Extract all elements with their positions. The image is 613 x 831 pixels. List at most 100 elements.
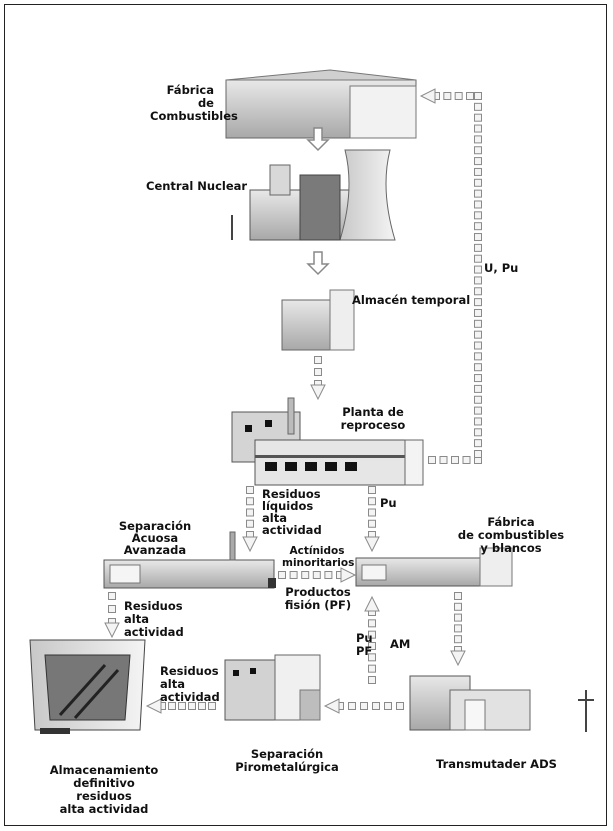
flow-minor-actinides-dot [313, 572, 320, 579]
flow-recycle-dot [475, 190, 482, 197]
flow-liquid-waste-arrowhead [243, 537, 257, 551]
flow-transmuter-pyro-dot [361, 703, 368, 710]
flow-recycle-dot [475, 201, 482, 208]
flow-to-transmuter-dot [455, 625, 462, 632]
temporary-storage-label: Almacén temporal [352, 294, 470, 307]
pyrometallurgical-separation-label: Separación Pirometalúrgica [232, 748, 342, 774]
flow-recycle-dot [475, 223, 482, 230]
flow-transmuter-pyro-dot [349, 703, 356, 710]
flow-recycle-dot [467, 93, 474, 100]
flow-pyro-up-dot [369, 665, 376, 672]
flow-to-transmuter-arrowhead [451, 651, 465, 665]
flow-liquid-waste-dot [247, 509, 254, 516]
flow-pu-arrowhead [365, 537, 379, 551]
u-pu-recycle-label: U, Pu [484, 262, 518, 275]
ads-transmuter-building [410, 676, 594, 732]
flow-recycle-dot [475, 255, 482, 262]
fuel-factory-label: Fábrica de Combustibles [150, 84, 214, 123]
flow-waste-final-arrowhead [105, 623, 119, 637]
flow-to-transmuter-dot [455, 593, 462, 600]
flow-recycle-dot [475, 353, 482, 360]
flow-storage-reprocessing-dot [315, 369, 322, 376]
final-storage-illustration [30, 640, 145, 734]
flow-minor-actinides-dot [279, 572, 286, 579]
flow-pu-dot [369, 520, 376, 527]
flow-recycle-dot [475, 385, 482, 392]
flow-recycle-dot [475, 234, 482, 241]
reprocessing-plant-label: Planta de reproceso [338, 406, 408, 432]
flow-recycle-dot [475, 277, 482, 284]
flow-recycle-dot [429, 457, 436, 464]
flow-pu-dot [369, 509, 376, 516]
flow-recycle-dot [475, 212, 482, 219]
flow-transmuter-pyro-dot [373, 703, 380, 710]
flow-minor-actinides-arrowhead [341, 568, 355, 582]
flow-recycle-dot [475, 331, 482, 338]
am-label: AM [390, 638, 410, 651]
flow-waste-final-dot [109, 593, 116, 600]
flow-transmuter-pyro-dot [397, 703, 404, 710]
flow-to-transmuter-dot [455, 614, 462, 621]
flow-recycle-dot [475, 440, 482, 447]
flow-pyro-up-dot [369, 620, 376, 627]
flow-pyro-up-dot [369, 677, 376, 684]
flow-storage-reprocessing-arrowhead [311, 385, 325, 399]
flow-recycle-dot [475, 407, 482, 414]
nuclear-plant-label: Central Nuclear [146, 180, 247, 193]
temporary-storage-building [282, 290, 354, 350]
flow-minor-actinides-dot [302, 572, 309, 579]
flow-recycle-dot [475, 396, 482, 403]
flow-minor-actinides-dot [290, 572, 297, 579]
flow-recycle-dot [475, 179, 482, 186]
flow-waste-final-dot [109, 606, 116, 613]
flow-recycle-dot [475, 451, 482, 458]
flow-recycle-dot [475, 364, 482, 371]
flow-recycle-dot [475, 114, 482, 121]
flow-recycle-dot [475, 342, 482, 349]
flow-liquid-waste-dot [247, 498, 254, 505]
flow-recycle-dot [475, 288, 482, 295]
flow-recycle-dot [475, 375, 482, 382]
flow-pyro-up-arrowhead [365, 597, 379, 611]
flow-pyro-final-arrowhead [147, 699, 161, 713]
flow-recycle-dot [475, 147, 482, 154]
flow-recycle-dot [452, 457, 459, 464]
flow-recycle-dot [475, 244, 482, 251]
flow-recycle-dot [475, 103, 482, 110]
fission-products-label: Productos fisión (PF) [282, 586, 354, 612]
pyrometallurgical-separation-building [225, 655, 320, 720]
flow-recycle-dot [475, 136, 482, 143]
flow-transmuter-pyro-arrowhead [325, 699, 339, 713]
flow-recycle-dot [475, 168, 482, 175]
high-activity-waste-label-1: Residuos alta actividad [124, 600, 184, 639]
flow-to-transmuter-dot [455, 603, 462, 610]
flow-storage-reprocessing-dot [315, 357, 322, 364]
flow-recycle-dot [475, 158, 482, 165]
flow-recycle-dot [444, 93, 451, 100]
flow-liquid-waste-dot [247, 487, 254, 494]
flow-recycle-dot [475, 320, 482, 327]
flow-recycle-dot [475, 266, 482, 273]
flow-recycle-dot [475, 309, 482, 316]
flow-pu-dot [369, 487, 376, 494]
flow-recycle-dot [440, 457, 447, 464]
pu-pf-label: Pu PF [356, 632, 373, 658]
flow-recycle-dot [455, 93, 462, 100]
arrow-plant-to-storage [308, 252, 328, 274]
fuel-targets-factory-label: Fábrica de combustibles y blancos [456, 516, 566, 555]
final-storage-label: Almacenamiento definitivo residuos alta … [44, 764, 164, 816]
flow-recycle-arrowhead [421, 89, 435, 103]
flow-transmuter-pyro-dot [385, 703, 392, 710]
flow-liquid-waste-dot [247, 520, 254, 527]
minor-actinides-label: Actínidos minoritarios [282, 545, 352, 569]
nuclear-plant-building [232, 150, 395, 240]
flow-pu-dot [369, 498, 376, 505]
flow-recycle-dot [475, 299, 482, 306]
flow-minor-actinides-dot [325, 572, 332, 579]
flow-to-transmuter-dot [455, 636, 462, 643]
flow-recycle-dot [475, 429, 482, 436]
pu-label: Pu [380, 497, 397, 510]
high-activity-waste-label-2: Residuos alta actividad [160, 665, 220, 704]
flow-recycle-dot [475, 125, 482, 132]
